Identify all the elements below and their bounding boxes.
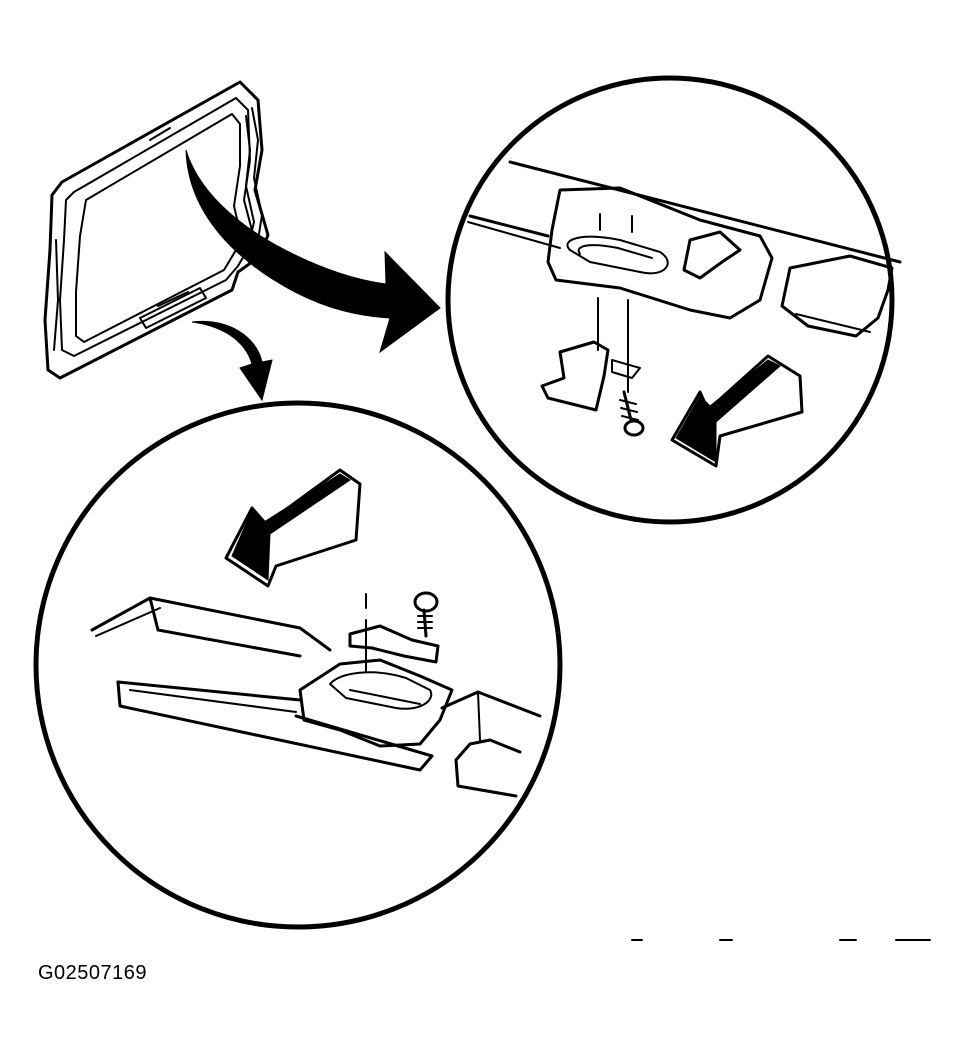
direction-arrow-bottom [224, 468, 362, 588]
detail-circle-bottom [33, 400, 563, 930]
direction-arrow-top [670, 354, 804, 468]
window-frame-icon [43, 80, 270, 380]
bolt-icon-top [619, 390, 645, 437]
figure-id-label: G02507169 [38, 962, 148, 984]
curved-arrow-small [191, 320, 273, 402]
curved-arrow-large [185, 149, 441, 354]
bolt-icon-bottom [413, 591, 439, 638]
detail-circle-top [445, 75, 902, 525]
